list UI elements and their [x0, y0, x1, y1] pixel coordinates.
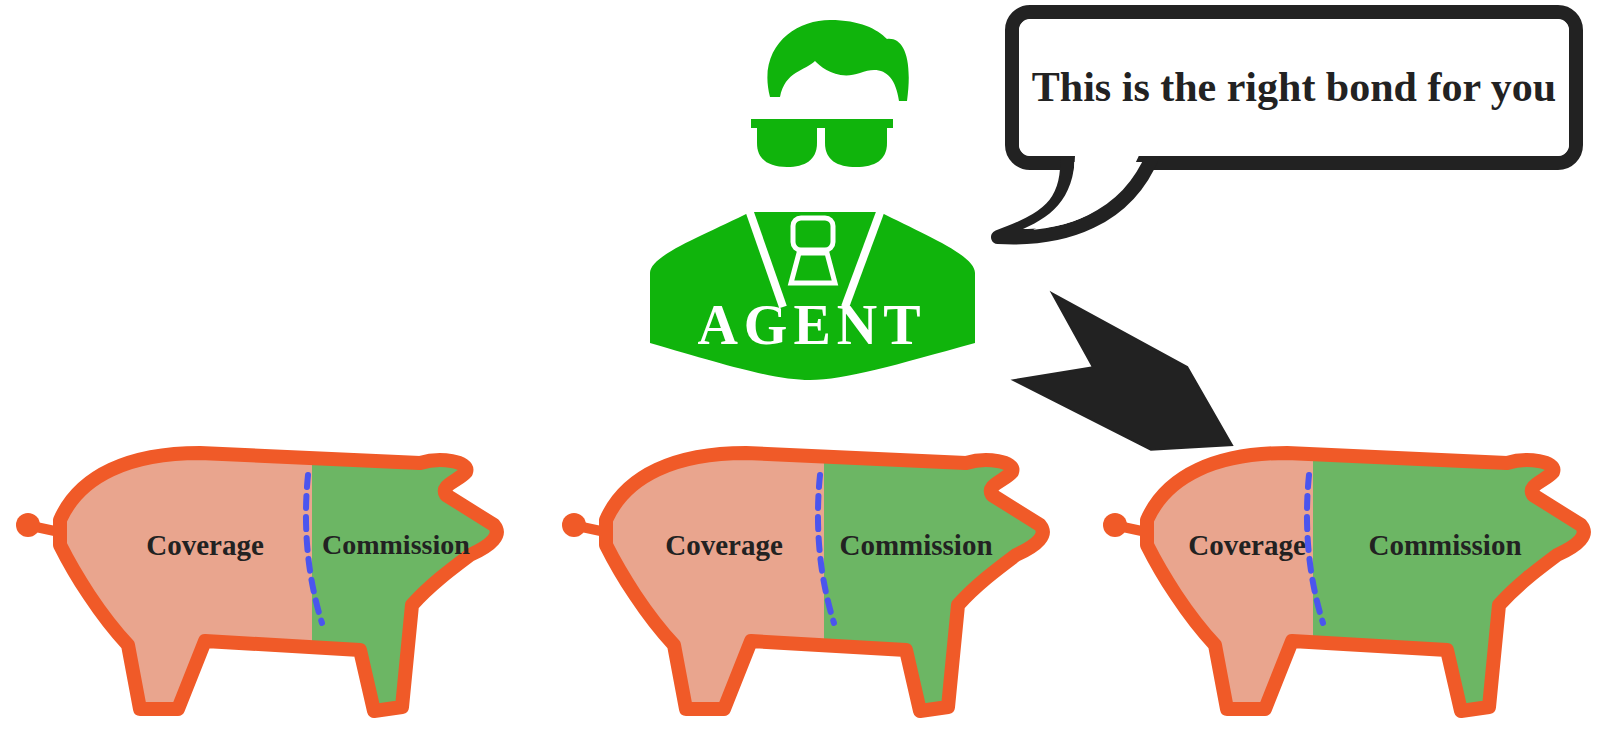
piggy-bank: Coverage Commission: [546, 445, 1046, 725]
coverage-label: Coverage: [1188, 531, 1306, 560]
pig-tail: [1103, 513, 1127, 537]
coverage-label-holder: Coverage: [146, 531, 264, 560]
lapel: [845, 207, 882, 307]
speech-text-holder: This is the right bond for you: [1032, 64, 1556, 110]
coverage-label-holder: Coverage: [665, 531, 783, 560]
commission-label-holder: Commission: [1368, 531, 1521, 560]
pig-fill: [1087, 445, 1587, 725]
commission-label-holder: Commission: [322, 531, 470, 559]
agent-label-holder: AGENT: [697, 297, 926, 353]
piggy-bank-outline: [546, 445, 1046, 725]
piggy-bank-outline: [1087, 445, 1587, 725]
pig-outline: [606, 453, 1043, 711]
commission-label: Commission: [839, 531, 992, 560]
tie: [791, 253, 835, 283]
speech-bubble: This is the right bond for you: [1005, 5, 1583, 170]
bolt-arrow: [1014, 293, 1232, 450]
torso: [650, 212, 975, 380]
piggy-bank: Coverage Commission: [1087, 445, 1587, 725]
agent-figure: AGENT: [645, 15, 1000, 380]
bubble-fill: [1019, 19, 1569, 156]
commission-label: Commission: [322, 531, 470, 559]
tie-knot: [793, 218, 833, 250]
pig-outline: [1147, 453, 1584, 711]
pig-outline: [60, 453, 497, 711]
coverage-label: Coverage: [665, 531, 783, 560]
coverage-area: [0, 445, 316, 725]
bubble-border: [1012, 12, 1576, 163]
pig-fill: [0, 445, 500, 725]
bubble-tail-fill: [1023, 145, 1143, 229]
commission-area: [824, 445, 1046, 725]
commission-label-holder: Commission: [839, 531, 992, 560]
piggy-bank-outline: [0, 445, 500, 725]
piggy-bank: Coverage Commission: [0, 445, 500, 725]
commission-label: Commission: [1368, 531, 1521, 560]
glasses-lens: [757, 123, 817, 167]
pig-fill: [546, 445, 1046, 725]
agent-label: AGENT: [697, 297, 926, 353]
glasses-lens: [825, 123, 887, 167]
divider-line: [818, 475, 834, 623]
divider-line: [1307, 475, 1323, 623]
speech-text: This is the right bond for you: [1032, 64, 1556, 110]
divider-line: [306, 475, 322, 623]
coverage-label: Coverage: [146, 531, 264, 560]
pig-tail: [16, 513, 40, 537]
coverage-label-holder: Coverage: [1188, 531, 1306, 560]
pig-tail: [562, 513, 586, 537]
lapel: [748, 207, 783, 307]
hair: [767, 20, 908, 101]
